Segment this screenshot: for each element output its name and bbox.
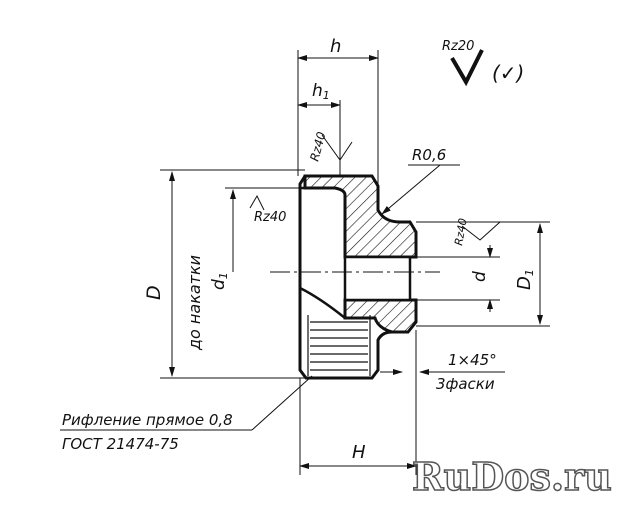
- inner-contour: [299, 186, 346, 319]
- section-hatch: [303, 174, 418, 259]
- watermark: RuDos.ru: [412, 454, 612, 499]
- label-D: D: [143, 285, 165, 300]
- leader-knurl: [251, 375, 313, 431]
- label-r06: R0,6: [412, 146, 446, 164]
- label-h: h: [330, 36, 341, 57]
- label-chamfer-count: 3фаски: [436, 375, 495, 393]
- label-gost: ГОСТ 21474-75: [62, 435, 179, 453]
- label-d: d: [470, 271, 490, 282]
- label-rz40-top: Rz40: [307, 130, 328, 163]
- label-rz20-paren: (✓): [492, 61, 524, 85]
- label-knurl: Рифление прямое 0,8: [62, 411, 233, 429]
- label-chamfer: 1×45°: [448, 351, 497, 369]
- label-h1: h1: [312, 81, 330, 102]
- part-outline: [298, 175, 393, 380]
- label-D1: D1: [514, 269, 536, 290]
- leader-r06: [381, 164, 441, 215]
- section-hatch-lower: [343, 298, 418, 334]
- label-do-nakatki: до накатки: [185, 255, 204, 351]
- label-rz40-right: Rz40: [452, 217, 470, 246]
- rz20-symbol: [450, 49, 484, 87]
- label-rz40-left: Rz40: [254, 210, 286, 225]
- rz40-right-symbol: [461, 221, 501, 241]
- bore: [343, 255, 412, 302]
- rz40-left-symbol: [249, 194, 265, 211]
- rz40-top-symbol: [321, 134, 353, 161]
- label-H: H: [352, 442, 366, 463]
- label-d1: d1: [209, 272, 230, 290]
- label-rz20: Rz20: [442, 39, 474, 54]
- knurl-lines: [307, 315, 371, 376]
